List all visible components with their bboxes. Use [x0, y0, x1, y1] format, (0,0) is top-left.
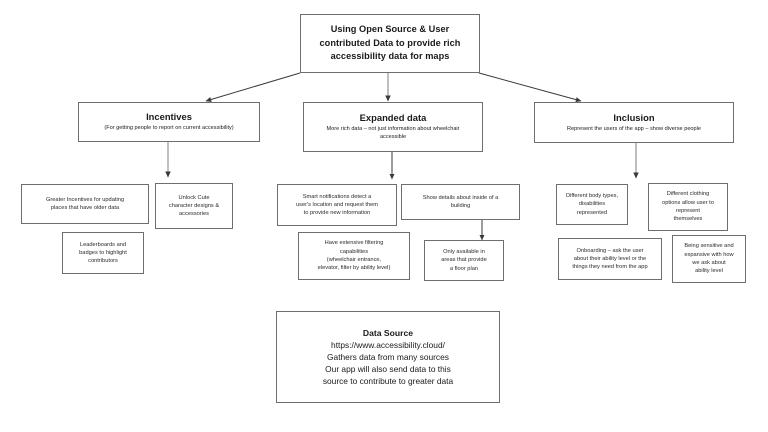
leaf-line: Only available in — [443, 249, 485, 256]
leaf-line: badges to highlight — [79, 249, 127, 256]
category-node-incentives[interactable]: Incentives (For getting people to report… — [78, 102, 260, 142]
leaf-line: building — [450, 203, 471, 209]
leaf-line: Show details about inside of a — [422, 194, 499, 201]
leaf-line: Smart notifications detect a — [302, 193, 372, 200]
leaf-line: disabilities — [578, 201, 606, 208]
root-title-line-3: accessibility data for maps — [330, 51, 450, 62]
category-title-incentives: Incentives — [146, 111, 192, 123]
leaf-line: Greater Incentives for updating — [45, 196, 125, 203]
data-source-line-3: Our app will also send data to this — [325, 363, 451, 374]
data-source-url[interactable]: https://www.accessibility.cloud/ — [331, 339, 445, 350]
leaf-line: Unlock Cute — [178, 194, 210, 201]
leaf-line: Being sensitive and — [684, 243, 734, 250]
root-title-line-1: Using Open Source & User — [330, 24, 450, 35]
leaf-line: things they need from the app — [572, 264, 648, 271]
leaf-line: Have extensive filtering — [324, 240, 384, 247]
category-subtitle-incentives: (For getting people to report on current… — [104, 125, 234, 132]
leaf-node-onboarding[interactable]: Onboarding – ask the user about their ab… — [558, 238, 662, 280]
leaf-line: Different clothing — [666, 191, 710, 198]
leaf-line: themselves — [673, 216, 703, 223]
data-source-title: Data Source — [362, 327, 414, 338]
leaf-line: Onboarding – ask the user — [576, 247, 644, 254]
leaf-line: elevator, filter by ability level) — [317, 265, 391, 272]
leaf-line: ability level — [695, 268, 723, 275]
category-node-expanded-data[interactable]: Expanded data More rich data – not just … — [303, 102, 483, 152]
edge-root-to-inclusion — [478, 72, 582, 103]
leaf-line: character designs & — [168, 202, 220, 209]
category-title-expanded-data: Expanded data — [359, 112, 427, 124]
data-source-line-2: Gathers data from many sources — [327, 351, 449, 362]
leaf-node-show-details-inside[interactable]: Show details about inside of a building — [401, 184, 520, 220]
category-node-inclusion[interactable]: Inclusion Represent the users of the app… — [534, 102, 734, 143]
category-title-inclusion: Inclusion — [613, 111, 655, 123]
leaf-node-greater-incentives[interactable]: Greater Incentives for updating places t… — [21, 184, 149, 224]
leaf-node-body-types[interactable]: Different body types, disabilities repre… — [556, 184, 628, 225]
leaf-line: Different body types, — [565, 193, 619, 200]
category-subtitle-inclusion: Represent the users of the app – show di… — [566, 125, 702, 132]
category-subtitle-expanded-data-line-2: accessible — [379, 134, 407, 141]
root-title-line-2: contributed Data to provide rich — [319, 37, 461, 48]
leaf-node-smart-notifications[interactable]: Smart notifications detect a user's loca… — [277, 184, 397, 226]
leaf-line: (wheelchair entrance, — [326, 257, 382, 263]
leaf-line: to provide new information — [303, 210, 371, 217]
root-node-title[interactable]: Using Open Source & User contributed Dat… — [300, 14, 480, 73]
leaf-node-unlock-cute[interactable]: Unlock Cute character designs & accessor… — [155, 183, 233, 229]
leaf-line: options allow user to — [662, 199, 714, 206]
leaf-line: represented — [576, 209, 608, 216]
leaf-node-leaderboards[interactable]: Leaderboards and badges to highlight con… — [62, 232, 144, 274]
edge-root-to-incentives — [205, 72, 301, 103]
leaf-line: capabilities — [339, 248, 369, 255]
leaf-node-being-sensitive[interactable]: Being sensitive and expansive with how w… — [672, 235, 746, 283]
leaf-line: about their ability level or the — [573, 255, 647, 262]
data-source-node[interactable]: Data Source https://www.accessibility.cl… — [276, 311, 500, 403]
leaf-line: accessories — [178, 211, 210, 218]
leaf-node-extensive-filtering[interactable]: Have extensive filtering capabilities (w… — [298, 232, 410, 280]
leaf-node-clothing-options[interactable]: Different clothing options allow user to… — [648, 183, 728, 231]
leaf-line: represent — [675, 208, 701, 214]
leaf-line: contributors — [88, 258, 118, 265]
category-subtitle-expanded-data-line-1: More rich data – not just information ab… — [326, 126, 460, 133]
leaf-line: we ask about — [692, 260, 726, 266]
leaf-line: a floor plan — [449, 265, 479, 272]
leaf-node-only-available-floorplan[interactable]: Only available in areas that provide a f… — [424, 240, 504, 281]
leaf-line: areas that provide — [441, 257, 487, 264]
leaf-line: user's location and request them — [295, 201, 379, 208]
leaf-line: expansive with how — [684, 251, 734, 258]
leaf-line: Leaderboards and — [79, 241, 127, 248]
data-source-line-4: source to contribute to greater data — [322, 375, 454, 386]
leaf-line: places that have older data — [50, 205, 120, 211]
